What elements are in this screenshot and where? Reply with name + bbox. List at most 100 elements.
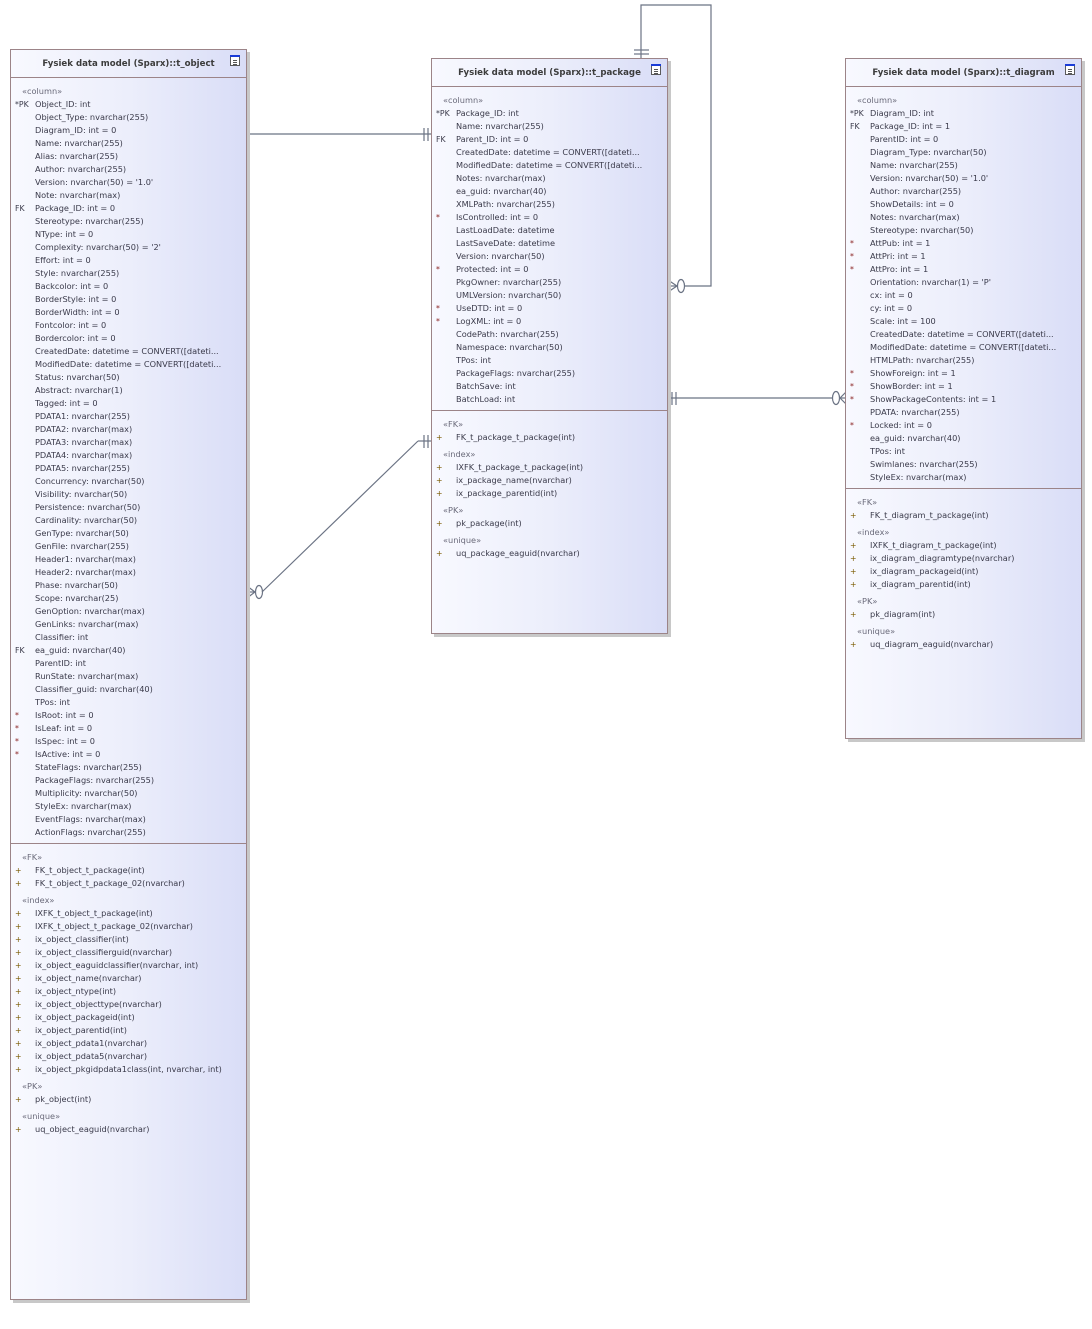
column-row[interactable]: ModifiedDate: datetime = CONVERT([dateti… — [11, 358, 246, 371]
column-row[interactable]: Diagram_Type: nvarchar(50) — [846, 146, 1081, 159]
column-row[interactable]: Style: nvarchar(255) — [11, 267, 246, 280]
column-row[interactable]: CreatedDate: datetime = CONVERT([dateti.… — [846, 328, 1081, 341]
column-row[interactable]: Classifier_guid: nvarchar(40) — [11, 683, 246, 696]
column-row[interactable]: Scope: nvarchar(25) — [11, 592, 246, 605]
column-row[interactable]: *IsRoot: int = 0 — [11, 709, 246, 722]
column-row[interactable]: RunState: nvarchar(max) — [11, 670, 246, 683]
operation-row[interactable]: +FK_t_object_t_package_02(nvarchar) — [11, 877, 246, 890]
operation-row[interactable]: +pk_object(int) — [11, 1093, 246, 1106]
column-row[interactable]: *IsActive: int = 0 — [11, 748, 246, 761]
column-row[interactable]: XMLPath: nvarchar(255) — [432, 198, 667, 211]
column-row[interactable]: TPos: int — [846, 445, 1081, 458]
column-row[interactable]: Namespace: nvarchar(50) — [432, 341, 667, 354]
column-row[interactable]: StyleEx: nvarchar(max) — [846, 471, 1081, 484]
operation-row[interactable]: +ix_diagram_packageid(int) — [846, 565, 1081, 578]
column-row[interactable]: Fontcolor: int = 0 — [11, 319, 246, 332]
column-row[interactable]: Effort: int = 0 — [11, 254, 246, 267]
operation-row[interactable]: +ix_object_classifierguid(nvarchar) — [11, 946, 246, 959]
column-row[interactable]: Object_Type: nvarchar(255) — [11, 111, 246, 124]
column-row[interactable]: PDATA4: nvarchar(max) — [11, 449, 246, 462]
column-row[interactable]: PackageFlags: nvarchar(255) — [432, 367, 667, 380]
table-header[interactable]: Fysiek data model (Sparx)::t_object — [11, 50, 246, 78]
operation-row[interactable]: +ix_object_pdata1(nvarchar) — [11, 1037, 246, 1050]
column-row[interactable]: Note: nvarchar(max) — [11, 189, 246, 202]
column-row[interactable]: Complexity: nvarchar(50) = '2' — [11, 241, 246, 254]
operation-row[interactable]: +uq_object_eaguid(nvarchar) — [11, 1123, 246, 1136]
column-row[interactable]: Phase: nvarchar(50) — [11, 579, 246, 592]
column-row[interactable]: Tagged: int = 0 — [11, 397, 246, 410]
column-row[interactable]: Concurrency: nvarchar(50) — [11, 475, 246, 488]
column-row[interactable]: GenLinks: nvarchar(max) — [11, 618, 246, 631]
column-row[interactable]: Alias: nvarchar(255) — [11, 150, 246, 163]
column-row[interactable]: *AttPro: int = 1 — [846, 263, 1081, 276]
column-row[interactable]: Diagram_ID: int = 0 — [11, 124, 246, 137]
operation-row[interactable]: +pk_package(int) — [432, 517, 667, 530]
operation-row[interactable]: +IXFK_t_package_t_package(int) — [432, 461, 667, 474]
column-row[interactable]: PDATA5: nvarchar(255) — [11, 462, 246, 475]
column-row[interactable]: LastSaveDate: datetime — [432, 237, 667, 250]
column-row[interactable]: BatchLoad: int — [432, 393, 667, 406]
connector-object-package-1[interactable] — [247, 128, 431, 141]
column-row[interactable]: *ShowBorder: int = 1 — [846, 380, 1081, 393]
column-row[interactable]: CreatedDate: datetime = CONVERT([dateti.… — [432, 146, 667, 159]
column-row[interactable]: Version: nvarchar(50) — [432, 250, 667, 263]
column-row[interactable]: PDATA1: nvarchar(255) — [11, 410, 246, 423]
table-header[interactable]: Fysiek data model (Sparx)::t_package — [432, 59, 667, 87]
table-t-package[interactable]: Fysiek data model (Sparx)::t_package«col… — [431, 58, 668, 634]
operation-row[interactable]: +ix_object_packageid(int) — [11, 1011, 246, 1024]
column-row[interactable]: ea_guid: nvarchar(40) — [432, 185, 667, 198]
column-row[interactable]: Version: nvarchar(50) = '1.0' — [846, 172, 1081, 185]
column-row[interactable]: LastLoadDate: datetime — [432, 224, 667, 237]
column-row[interactable]: *AttPri: int = 1 — [846, 250, 1081, 263]
column-row[interactable]: GenType: nvarchar(50) — [11, 527, 246, 540]
column-row[interactable]: cy: int = 0 — [846, 302, 1081, 315]
operation-row[interactable]: +IXFK_t_object_t_package(int) — [11, 907, 246, 920]
operation-row[interactable]: +ix_object_parentid(int) — [11, 1024, 246, 1037]
column-row[interactable]: StateFlags: nvarchar(255) — [11, 761, 246, 774]
column-row[interactable]: PackageFlags: nvarchar(255) — [11, 774, 246, 787]
column-row[interactable]: *ShowForeign: int = 1 — [846, 367, 1081, 380]
column-row[interactable]: HTMLPath: nvarchar(255) — [846, 354, 1081, 367]
column-row[interactable]: Notes: nvarchar(max) — [846, 211, 1081, 224]
column-row[interactable]: PDATA2: nvarchar(max) — [11, 423, 246, 436]
column-row[interactable]: cx: int = 0 — [846, 289, 1081, 302]
operation-row[interactable]: +FK_t_package_t_package(int) — [432, 431, 667, 444]
column-row[interactable]: *IsSpec: int = 0 — [11, 735, 246, 748]
column-row[interactable]: ParentID: int = 0 — [846, 133, 1081, 146]
column-row[interactable]: Name: nvarchar(255) — [11, 137, 246, 150]
column-row[interactable]: NType: int = 0 — [11, 228, 246, 241]
operation-row[interactable]: +ix_object_objecttype(nvarchar) — [11, 998, 246, 1011]
column-row[interactable]: StyleEx: nvarchar(max) — [11, 800, 246, 813]
column-row[interactable]: Orientation: nvarchar(1) = 'P' — [846, 276, 1081, 289]
column-row[interactable]: ModifiedDate: datetime = CONVERT([dateti… — [846, 341, 1081, 354]
column-row[interactable]: *Protected: int = 0 — [432, 263, 667, 276]
column-row[interactable]: Visibility: nvarchar(50) — [11, 488, 246, 501]
table-element-icon[interactable] — [1065, 64, 1075, 75]
column-row[interactable]: BorderWidth: int = 0 — [11, 306, 246, 319]
column-row[interactable]: ParentID: int — [11, 657, 246, 670]
column-row[interactable]: ea_guid: nvarchar(40) — [846, 432, 1081, 445]
column-row[interactable]: BatchSave: int — [432, 380, 667, 393]
connector-object-package-2[interactable] — [246, 435, 431, 600]
column-row[interactable]: TPos: int — [11, 696, 246, 709]
column-row[interactable]: *LogXML: int = 0 — [432, 315, 667, 328]
column-row[interactable]: Stereotype: nvarchar(50) — [846, 224, 1081, 237]
column-row[interactable]: Notes: nvarchar(max) — [432, 172, 667, 185]
column-row[interactable]: Name: nvarchar(255) — [432, 120, 667, 133]
column-row[interactable]: EventFlags: nvarchar(max) — [11, 813, 246, 826]
connector-package-self[interactable] — [634, 4, 712, 294]
column-row[interactable]: *Locked: int = 0 — [846, 419, 1081, 432]
column-row[interactable]: ShowDetails: int = 0 — [846, 198, 1081, 211]
column-row[interactable]: CreatedDate: datetime = CONVERT([dateti.… — [11, 345, 246, 358]
table-t-object[interactable]: Fysiek data model (Sparx)::t_object«colu… — [10, 49, 247, 1300]
column-row[interactable]: ModifiedDate: datetime = CONVERT([dateti… — [432, 159, 667, 172]
column-row[interactable]: Author: nvarchar(255) — [11, 163, 246, 176]
operation-row[interactable]: +uq_package_eaguid(nvarchar) — [432, 547, 667, 560]
operation-row[interactable]: +ix_diagram_diagramtype(nvarchar) — [846, 552, 1081, 565]
column-row[interactable]: GenFile: nvarchar(255) — [11, 540, 246, 553]
column-row[interactable]: Backcolor: int = 0 — [11, 280, 246, 293]
column-row[interactable]: Swimlanes: nvarchar(255) — [846, 458, 1081, 471]
